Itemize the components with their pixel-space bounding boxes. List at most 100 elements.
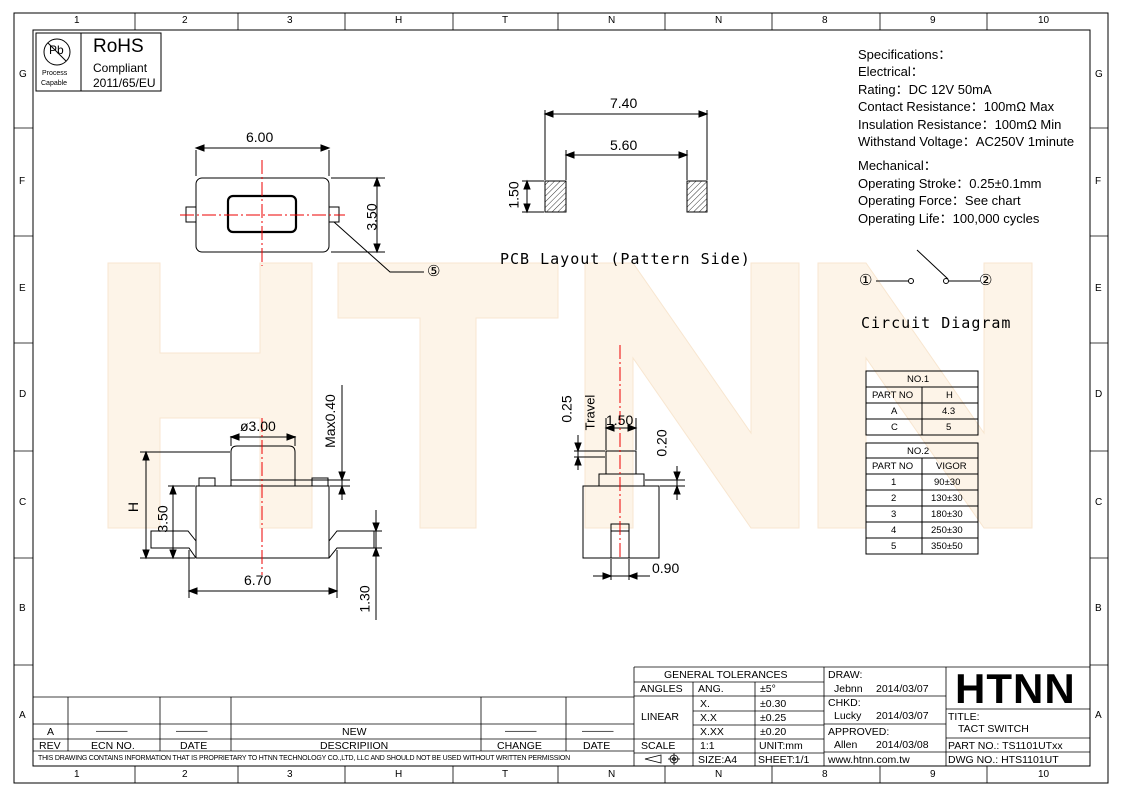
- dim-gap: 0.20: [653, 429, 670, 457]
- col-label: 9: [930, 769, 936, 780]
- tol-unit: UNIT:mm: [759, 740, 803, 752]
- chkd-label: CHKD:: [828, 697, 861, 709]
- title-block-lines: [33, 666, 1090, 766]
- col-label: H: [395, 15, 403, 26]
- table-header: H: [946, 390, 953, 401]
- col-label: N: [608, 769, 616, 780]
- dim-pad-height: 1.50: [505, 181, 522, 209]
- dim-stem: 1.50: [606, 412, 634, 428]
- table-cell: 2: [891, 493, 897, 504]
- row-label: D: [19, 389, 27, 400]
- rev-date-dash: ———: [176, 725, 208, 737]
- table-header: PART NO: [872, 461, 914, 472]
- dim-body: 3.50: [154, 505, 171, 533]
- rev-description: NEW: [342, 726, 367, 738]
- pcb-layout: [522, 110, 709, 214]
- col-label: 1: [74, 769, 80, 780]
- border-frame: [13, 12, 1109, 784]
- row-label: B: [1095, 603, 1102, 614]
- dim-max: Max0.40: [321, 394, 338, 448]
- travel-label: Travel: [582, 394, 598, 431]
- tol-xxx-val: ±0.20: [760, 726, 787, 738]
- pb-symbol: Pb: [49, 43, 64, 57]
- rev-header: ECN NO.: [91, 740, 135, 752]
- rohs-compliant: Compliant: [93, 61, 148, 75]
- dim-lead: 0.90: [652, 560, 680, 576]
- dim-base: 1.30: [356, 585, 373, 613]
- dim-pcb-inner: 5.60: [610, 137, 638, 153]
- table-cell: 3: [891, 509, 897, 520]
- draw-name: Jebnn: [834, 683, 863, 695]
- tol-size: SIZE:A4: [698, 754, 738, 766]
- pcb-layout-title: PCB Layout (Pattern Side): [500, 250, 751, 268]
- col-label: 10: [1038, 769, 1050, 780]
- spec-line: Withstand Voltage：AC250V 1minute: [858, 134, 1075, 150]
- rev-ecn-dash: ———: [96, 725, 128, 737]
- proprietary-notice: THIS DRAWING CONTAINS INFORMATION THAT I…: [38, 755, 571, 762]
- tol-title: GENERAL TOLERANCES: [664, 669, 788, 681]
- approved-name: Allen: [834, 739, 858, 751]
- front-view: [140, 385, 382, 620]
- table-cell: 1: [891, 477, 897, 488]
- mech-line: Operating Life：100,000 cycles: [858, 210, 1040, 226]
- rev-header: REV: [39, 740, 61, 752]
- table-cell: A: [891, 406, 898, 417]
- dim-width-front: 6.70: [244, 572, 272, 588]
- title-label: TITLE:: [948, 711, 980, 723]
- table-cell: 250±30: [931, 525, 963, 536]
- chkd-date: 2014/03/07: [876, 710, 929, 722]
- part-no: PART NO.: TS1101UTxx: [948, 740, 1063, 752]
- table-title: NO.1: [907, 374, 930, 385]
- dim-width: 6.00: [246, 129, 274, 145]
- tol-ang: ANG.: [698, 683, 724, 695]
- pin-1: ①: [859, 272, 873, 289]
- dim-h: H: [125, 501, 142, 513]
- col-label: H: [395, 769, 403, 780]
- row-label: B: [19, 603, 26, 614]
- row-label: G: [1095, 69, 1103, 80]
- title-value: TACT SWITCH: [958, 723, 1029, 735]
- watermark: [107, 262, 1033, 529]
- col-label: T: [502, 15, 509, 26]
- col-label: N: [715, 769, 723, 780]
- table-cell: 5: [946, 422, 952, 433]
- process-label: Process: [42, 70, 68, 77]
- rev-header: DATE: [583, 740, 611, 752]
- mech-line: Operating Stroke：0.25±0.1mm: [858, 175, 1042, 191]
- col-label: 2: [182, 769, 188, 780]
- col-label: 9: [930, 15, 936, 26]
- table-cell: 90±30: [934, 477, 961, 488]
- spec-line: Electrical：: [858, 64, 924, 80]
- rohs-directive: 2011/65/EU: [93, 76, 156, 90]
- row-label: F: [1095, 176, 1102, 187]
- row-label: A: [19, 710, 26, 721]
- spec-line: Rating：DC 12V 50mA: [858, 81, 992, 97]
- col-label: 3: [287, 769, 293, 780]
- row-label: C: [1095, 497, 1103, 508]
- rev-change-dash: ———: [505, 725, 537, 737]
- table-cell: 4: [891, 525, 897, 536]
- col-label: 10: [1038, 15, 1050, 26]
- mech-line: Operating Force：See chart: [858, 193, 1021, 209]
- tol-angles: ANGLES: [640, 683, 683, 695]
- row-label: F: [19, 176, 26, 187]
- specifications-block: Specifications： Electrical： Rating：DC 12…: [858, 46, 1074, 227]
- row-label: D: [1095, 389, 1103, 400]
- tol-ang-val: ±5°: [760, 683, 776, 695]
- tol-xx: X.X: [700, 712, 717, 724]
- rev-header: DATE: [180, 740, 208, 752]
- pin-2: ②: [979, 272, 993, 289]
- col-label: 8: [822, 15, 828, 26]
- mech-heading: Mechanical：: [858, 158, 937, 174]
- table-cell: 5: [891, 541, 897, 552]
- table-cell: 350±50: [931, 541, 963, 552]
- spec-heading: Specifications：: [858, 47, 952, 62]
- rohs-box: [35, 32, 162, 92]
- approved-label: APPROVED:: [828, 726, 890, 738]
- callout-5: ⑤: [427, 263, 441, 280]
- table-header: PART NO: [872, 390, 914, 401]
- capable-label: Capable: [41, 80, 68, 87]
- dwg-no: DWG NO.: HTS1101UT: [948, 754, 1059, 766]
- dim-height: 3.50: [363, 203, 380, 231]
- table-cell: 180±30: [931, 509, 963, 520]
